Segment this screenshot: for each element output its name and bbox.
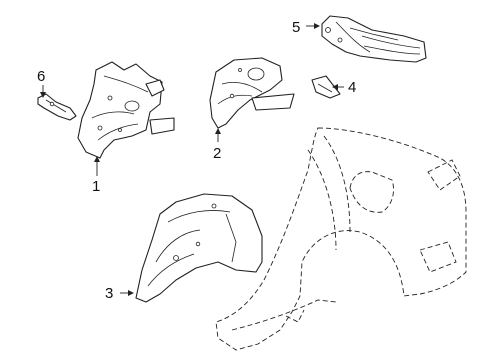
callout-3: 3 bbox=[105, 285, 113, 302]
leader-lines bbox=[40, 23, 344, 296]
small-bracket bbox=[311, 75, 341, 99]
callout-2: 2 bbox=[213, 145, 221, 162]
quarter-panel-outline bbox=[215, 127, 467, 351]
callout-6: 6 bbox=[37, 68, 45, 85]
wheelhouse-outer-panel bbox=[209, 57, 295, 129]
rail-reinforcement bbox=[321, 15, 427, 63]
callout-5: 5 bbox=[292, 19, 300, 36]
callout-1: 1 bbox=[92, 178, 100, 195]
bracket bbox=[37, 93, 77, 121]
wheelhouse-liner bbox=[135, 193, 263, 303]
wheelhouse-inner-panel bbox=[77, 61, 175, 159]
callout-4: 4 bbox=[348, 79, 356, 96]
